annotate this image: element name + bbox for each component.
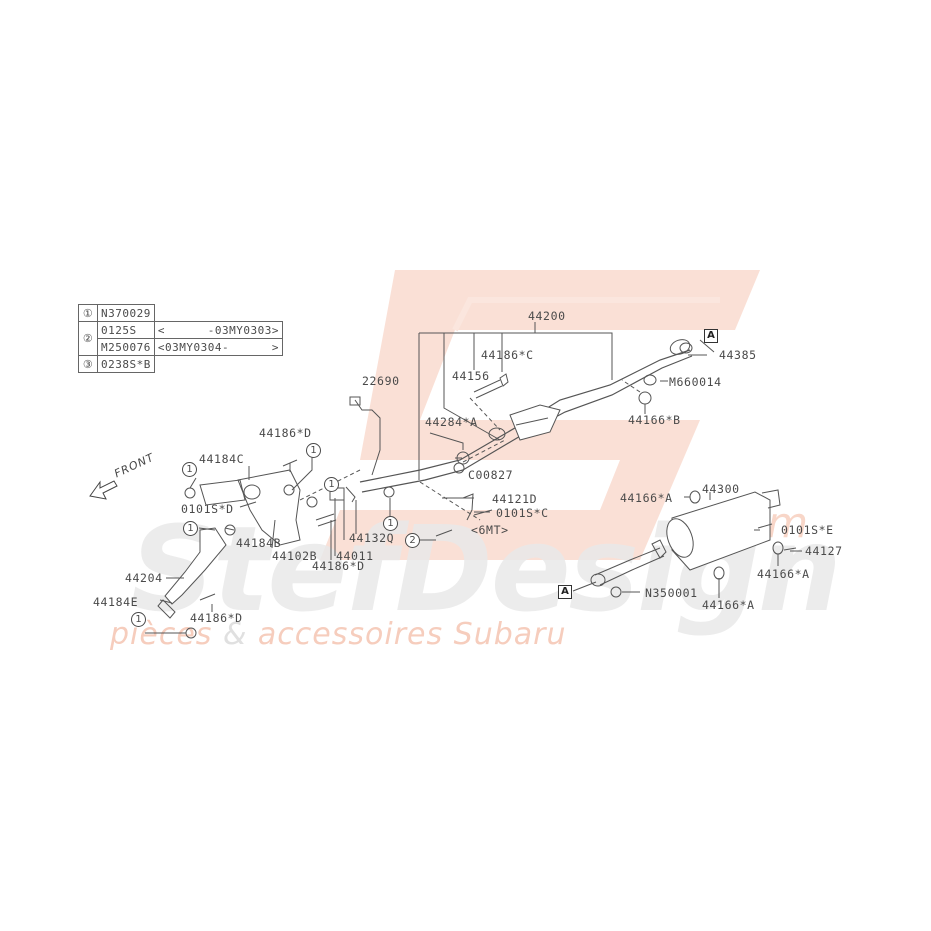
legend-row: ③ 0238S*B — [78, 355, 283, 373]
legend-row: ② 0125S < -03MY0303> — [78, 321, 283, 356]
legend-part: 0125S — [97, 321, 155, 339]
callout-44204: 44204 — [125, 571, 163, 585]
callout-44186-c: 44186*C — [481, 348, 534, 362]
callout-44102b: 44102B — [272, 549, 318, 563]
tagline-word-2: accessoires Subaru — [257, 617, 567, 652]
callout-44200: 44200 — [528, 309, 566, 323]
callout-0101s-e: 0101S*E — [781, 523, 834, 537]
watermark-tagline: pièces & accessoires Subaru — [110, 617, 567, 652]
legend-part: M250076 — [97, 338, 155, 356]
ref-circle-3-icon: ③ — [82, 357, 94, 371]
callout-44166-b: 44166*B — [628, 413, 681, 427]
ref-circle-1-icon: ① — [82, 306, 94, 320]
ref-circle-1-icon: 1 — [131, 612, 146, 627]
legend-range: <03MY0304- > — [153, 338, 283, 356]
callout-44166-a-right: 44166*A — [757, 567, 810, 581]
legend-range: < -03MY0303> — [153, 321, 283, 339]
callout-0101s-c: 0101S*C — [496, 506, 549, 520]
callout-44166-a-top: 44166*A — [620, 491, 673, 505]
ref-circle-1-icon: 1 — [324, 477, 339, 492]
callout-22690: 22690 — [362, 374, 400, 388]
ref-circle-1-icon: 1 — [182, 462, 197, 477]
callout-44127: 44127 — [805, 544, 843, 558]
legend-part: 0238S*B — [97, 355, 155, 373]
legend-row: ① N370029 — [78, 304, 283, 322]
callout-44385: 44385 — [719, 348, 757, 362]
callout-44184b: 44184B — [236, 536, 282, 550]
callout-44300: 44300 — [702, 482, 740, 496]
callout-44184e: 44184E — [93, 595, 139, 609]
section-a-marker-icon: A — [558, 585, 572, 599]
section-a-marker-icon: A — [704, 329, 718, 343]
callout-44284-a: 44284*A — [425, 415, 478, 429]
tagline-ampersand: & — [222, 617, 248, 652]
ref-circle-2-icon: 2 — [405, 533, 420, 548]
callout-m660014: M660014 — [669, 375, 722, 389]
callout-n350001: N350001 — [645, 586, 698, 600]
callout-c00827: C00827 — [468, 468, 514, 482]
ref-circle-1-icon: 1 — [183, 521, 198, 536]
callout-44186-d-mid: 44186*D — [312, 559, 365, 573]
callout-44156: 44156 — [452, 369, 490, 383]
callout-44166-a-low: 44166*A — [702, 598, 755, 612]
tagline-word-1: pièces — [110, 617, 213, 652]
ref-circle-1-icon: 1 — [383, 516, 398, 531]
callout-44132q: 44132Q — [349, 531, 395, 545]
callout-0101s-d: 0101S*D — [181, 502, 234, 516]
legend-table: ① N370029 ② 0125S < -03MY0303> M250076 <… — [78, 304, 283, 373]
callout-44186-d-top: 44186*D — [259, 426, 312, 440]
callout-44011: 44011 — [336, 549, 374, 563]
ref-circle-1-icon: 1 — [306, 443, 321, 458]
callout-6mt: <6MT> — [471, 523, 509, 537]
callout-44184c: 44184C — [199, 452, 245, 466]
legend-row: M250076 <03MY0304- > — [79, 338, 283, 356]
callout-44121d: 44121D — [492, 492, 538, 506]
legend-part: N370029 — [97, 304, 155, 322]
ref-circle-2-icon: ② — [82, 332, 94, 345]
callout-44186-d-low: 44186*D — [190, 611, 243, 625]
